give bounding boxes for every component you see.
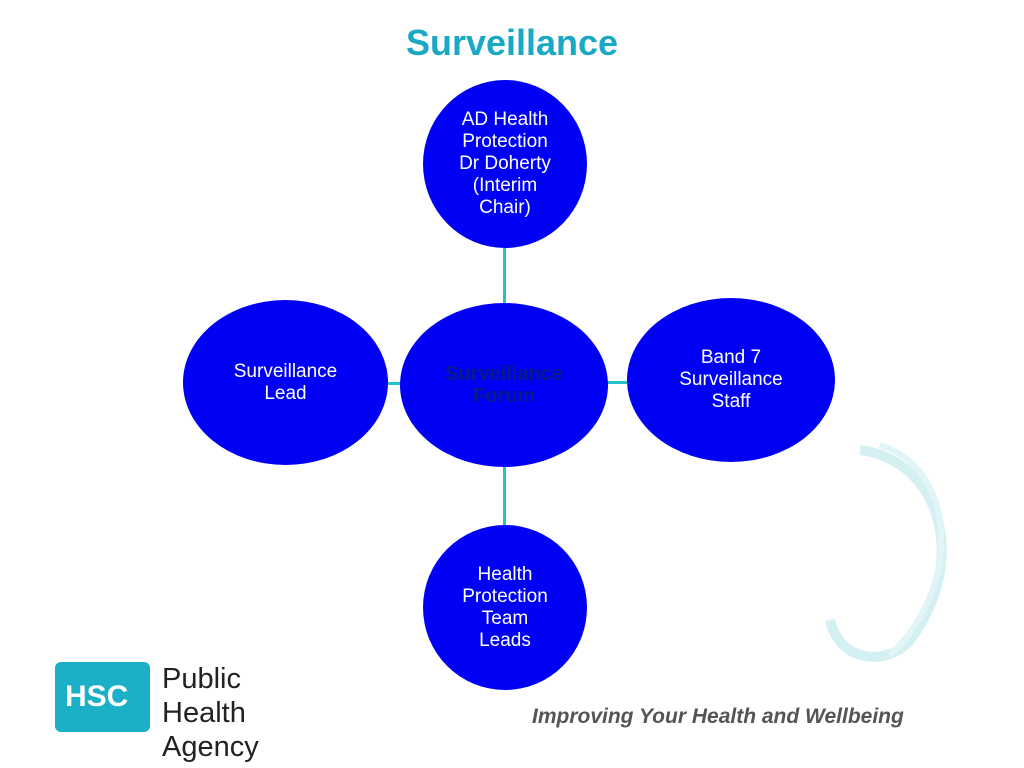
tagline: Improving Your Health and Wellbeing [532,705,904,728]
node-right: Band 7 Surveillance Staff [627,298,835,462]
connector-left [388,382,400,385]
hsc-mark: HSC [55,662,150,732]
node-bottom: Health Protection Team Leads [423,525,587,690]
node-center: Surveillance Forum [400,303,608,467]
node-center-label: Surveillance Forum [445,363,563,407]
connector-right [608,381,627,384]
connector-top [503,248,506,303]
hsc-mark-text: HSC [65,680,129,713]
node-bottom-label: Health Protection Team Leads [462,563,548,651]
connector-bottom [503,467,506,525]
node-top-label: AD Health Protection Dr Doherty (Interim… [459,109,551,218]
node-left: Surveillance Lead [183,300,388,465]
slide-title: Surveillance [405,22,619,63]
agency-name: Public Health Agency [162,663,259,763]
node-left-label: Surveillance Lead [233,360,338,404]
swirl-watermark-icon [825,442,947,662]
node-right-label: Band 7 Surveillance Staff [679,347,783,412]
node-top: AD Health Protection Dr Doherty (Interim… [423,80,587,248]
